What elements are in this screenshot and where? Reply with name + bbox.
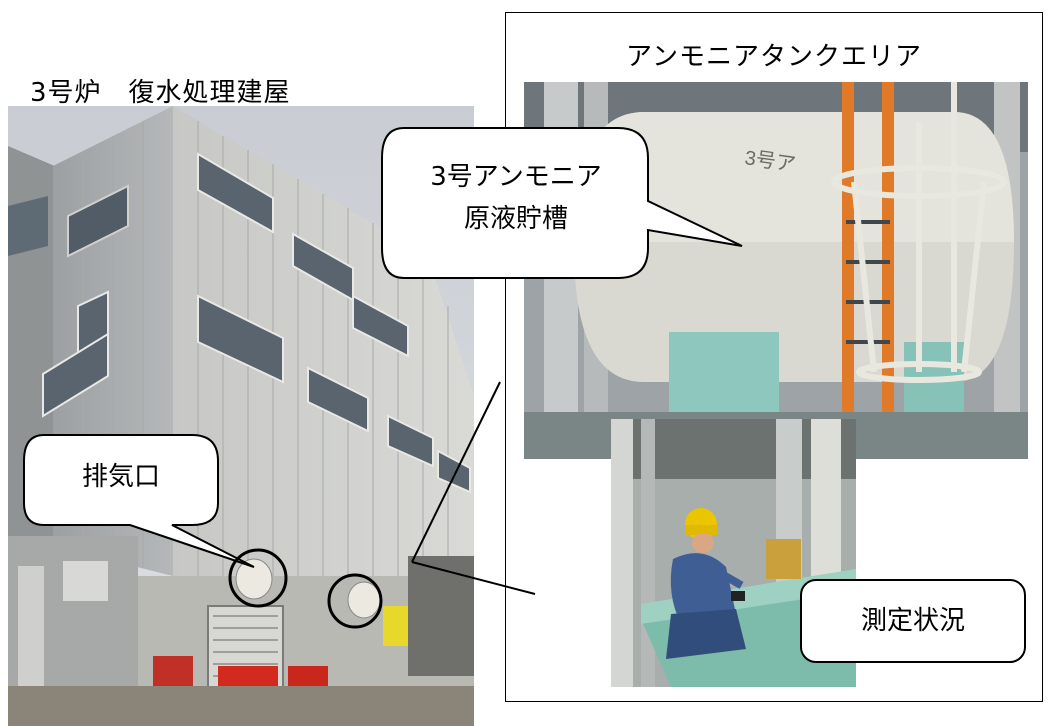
connector-lines <box>411 381 536 595</box>
exhaust-label: 排気口 <box>81 462 160 492</box>
tank-area-title: アンモニアタンクエリア <box>626 42 922 72</box>
exhaust-vent-circle-1 <box>228 548 288 608</box>
tank-label-callout-bubble <box>381 127 743 279</box>
measurement-callout-box <box>800 579 1026 663</box>
tank-label-text: 3号アンモニア 原液貯槽 <box>430 162 602 234</box>
measurement-label: 測定状況 <box>860 606 965 636</box>
exhaust-vent-circle-2 <box>327 573 383 629</box>
exhaust-callout-bubble <box>23 434 255 568</box>
exhaust-vent-markers <box>228 548 383 629</box>
building-caption: 3号炉 復水処理建屋 <box>30 78 291 108</box>
